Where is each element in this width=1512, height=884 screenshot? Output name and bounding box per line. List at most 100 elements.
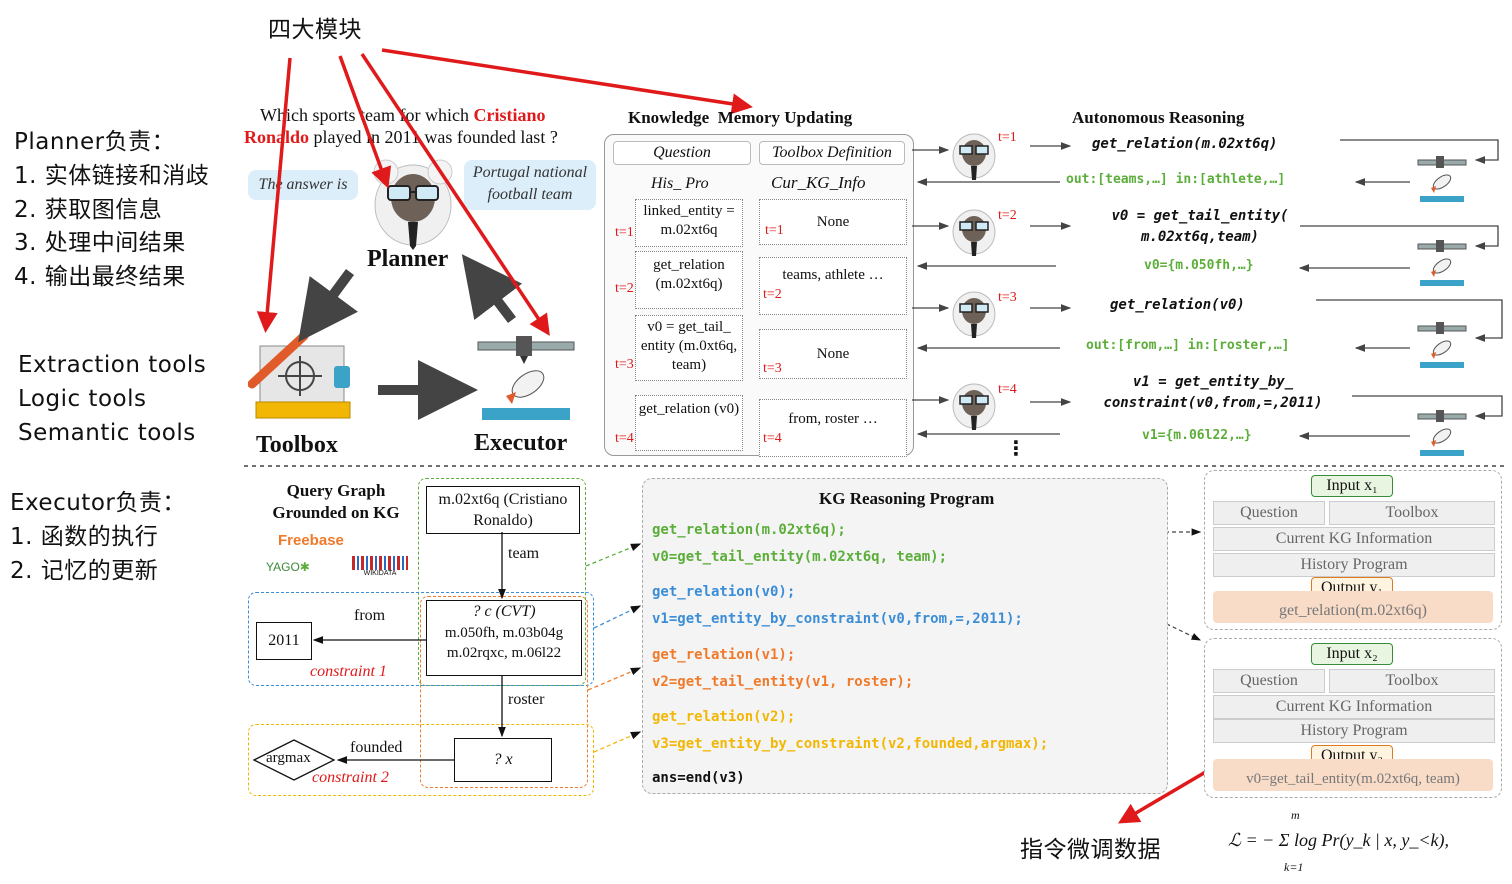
program-line-7: get_relation(v2); xyxy=(652,709,796,725)
loss-formula-text: ℒ = − Σ log Pr(y_k | x, y_<k), xyxy=(1228,830,1449,850)
reasoning-ellipsis: ⋮ xyxy=(1006,436,1026,460)
executor-robot-icon xyxy=(477,336,575,420)
tool-type-extraction: Extraction tools xyxy=(18,352,207,378)
io-toolbox-2: Toolbox xyxy=(1329,669,1495,693)
loss-sum-bottom: k=1 xyxy=(1284,860,1304,874)
io-block-1: Input x₁ Question Toolbox Current KG Inf… xyxy=(1204,470,1502,630)
argmax-node: argmax xyxy=(266,750,311,766)
planner-duty-2: 2. 获取图信息 xyxy=(14,197,163,223)
reasoning-robot-t2 xyxy=(1416,240,1468,292)
constraint1-label: constraint 1 xyxy=(310,663,387,680)
robot-icon xyxy=(1417,240,1467,286)
question-entity-b: Ronaldo xyxy=(244,127,310,147)
reasoning-t3: t=3 xyxy=(998,290,1017,305)
reasoning-out-1: out:[teams,…] in:[athlete,…] xyxy=(1066,172,1286,187)
reasoning-t4: t=4 xyxy=(998,382,1017,397)
reasoning-call-2: v0 = get_tail_entity( m.02xt6q,team) xyxy=(1111,208,1289,245)
llama-icon xyxy=(952,291,996,338)
answer-bubble: Portugal national football team xyxy=(464,160,596,210)
team-edge-label: team xyxy=(508,545,540,562)
llama-icon xyxy=(952,133,996,180)
program-line-4: v1=get_entity_by_constraint(v0,from,=,20… xyxy=(652,611,1023,627)
memory-t-row-1a: t=1 xyxy=(615,225,634,240)
memory-head-question: Question xyxy=(613,141,751,165)
freebase-logo: Freebase xyxy=(278,532,344,549)
reasoning-robot-t1 xyxy=(1416,156,1468,208)
question-line1-a: Which sports team for which xyxy=(260,105,474,125)
wikidata-logo-text: WIKIDATA xyxy=(363,570,397,577)
memory-col-his: His_ Pro xyxy=(651,175,709,192)
llama-icon xyxy=(952,209,996,256)
cvt-node: ? c (CVT) m.050fh, m.03b04g m.02rqxc, m.… xyxy=(426,600,582,676)
reasoning-llama-t1 xyxy=(948,126,1000,184)
executor-duty-1: 1. 函数的执行 xyxy=(10,524,159,550)
reasoning-llama-t3 xyxy=(948,284,1000,342)
four-modules-label: 四大模块 xyxy=(268,17,362,43)
reasoning-t1: t=1 xyxy=(998,130,1017,145)
io-value-2: v0=get_tail_entity(m.02xt6q, team) xyxy=(1213,759,1493,791)
toolbox-label: Toolbox xyxy=(256,432,338,458)
io-input-1: Input x₁ xyxy=(1311,475,1393,497)
io-history-2: History Program xyxy=(1213,719,1495,743)
executor-duty-2: 2. 记忆的更新 xyxy=(10,558,159,584)
io-kg-2: Current KG Information xyxy=(1213,695,1495,719)
question-text: Which sports team for which Cristiano Ro… xyxy=(244,104,594,148)
reasoning-title: Autonomous Reasoning xyxy=(1072,108,1245,127)
program-line-3: get_relation(v0); xyxy=(652,584,796,600)
query-graph-title: Query Graph Grounded on KG xyxy=(272,481,400,522)
yago-logo-text: YAGO xyxy=(266,560,300,574)
io-value-1: get_relation(m.02xt6q) xyxy=(1213,591,1493,623)
memory-head-toolbox: Toolbox Definition xyxy=(759,141,905,165)
memory-col-cur: Cur_KG_Info xyxy=(771,173,866,192)
year-node: 2011 xyxy=(256,622,312,660)
program-title: KG Reasoning Program xyxy=(819,489,995,508)
planner-llama-icon xyxy=(373,159,453,250)
tool-type-semantic: Semantic tools xyxy=(18,420,196,446)
yago-logo: YAGO✱ xyxy=(266,560,310,574)
memory-panel: Question Toolbox Definition His_ Pro Cur… xyxy=(604,134,914,457)
executor-label: Executor xyxy=(474,430,568,456)
toolbox-icon xyxy=(248,332,351,419)
reasoning-out-3: out:[from,…] in:[roster,…] xyxy=(1086,338,1290,353)
program-line-8: v3=get_entity_by_constraint(v2,founded,a… xyxy=(652,736,1049,752)
memory-t-row-3a: t=3 xyxy=(615,357,634,372)
x-node: ? x xyxy=(454,738,552,782)
reasoning-call-3: get_relation(v0) xyxy=(1110,297,1245,313)
memory-his-row-3: v0 = get_tail_ entity (m.0xt6q, team) xyxy=(635,315,743,381)
memory-cur-row-3: None xyxy=(759,329,907,379)
loss-sum-top: m xyxy=(1291,808,1300,822)
wikidata-logo: WIKIDATA xyxy=(352,556,408,580)
io-block-2: Input x₂ Question Toolbox Current KG Inf… xyxy=(1204,638,1502,798)
program-line-1: get_relation(m.02xt6q); xyxy=(652,522,846,538)
memory-his-row-4: get_relation (v0) xyxy=(635,395,743,451)
io-history-1: History Program xyxy=(1213,553,1495,577)
io-input-2: Input x₂ xyxy=(1311,643,1393,665)
io-kg-1: Current KG Information xyxy=(1213,527,1495,551)
planner-duty-1: 1. 实体链接和消歧 xyxy=(14,163,210,189)
planner-duty-4: 4. 输出最终结果 xyxy=(14,264,186,290)
question-line2-b: played in 2011 was founded last ? xyxy=(309,127,558,147)
planner-duty-3: 3. 处理中间结果 xyxy=(14,230,186,256)
founded-edge-label: founded xyxy=(350,739,403,756)
planner-duties-title: Planner负责： xyxy=(14,129,176,155)
reasoning-llama-t4 xyxy=(948,376,1000,434)
group-box-blue xyxy=(248,592,594,686)
memory-t-row-1b: t=1 xyxy=(765,223,784,238)
executor-duties-title: Executor负责： xyxy=(10,490,186,516)
from-edge-label: from xyxy=(354,607,386,624)
finetune-data-label: 指令微调数据 xyxy=(1020,837,1161,863)
answer-is-bubble: The answer is xyxy=(248,170,358,200)
memory-t-row-4b: t=4 xyxy=(763,431,782,446)
io-toolbox-1: Toolbox xyxy=(1329,501,1495,525)
reasoning-call-4: v1 = get_entity_by_ constraint(v0,from,=… xyxy=(1103,374,1323,411)
tool-type-logic: Logic tools xyxy=(18,386,147,412)
loss-formula: m ℒ = − Σ log Pr(y_k | x, y_<k), k=1 xyxy=(1228,808,1458,878)
constraint2-label: constraint 2 xyxy=(312,769,389,786)
reasoning-out-4: v1={m.06l22,…} xyxy=(1142,428,1252,443)
reasoning-t2: t=2 xyxy=(998,208,1017,223)
memory-cur-row-4: from, roster … xyxy=(759,399,907,457)
memory-t-row-2a: t=2 xyxy=(615,281,634,296)
group-box-yellow xyxy=(248,724,594,796)
cvt-node-label: ? c (CVT) xyxy=(472,603,536,620)
